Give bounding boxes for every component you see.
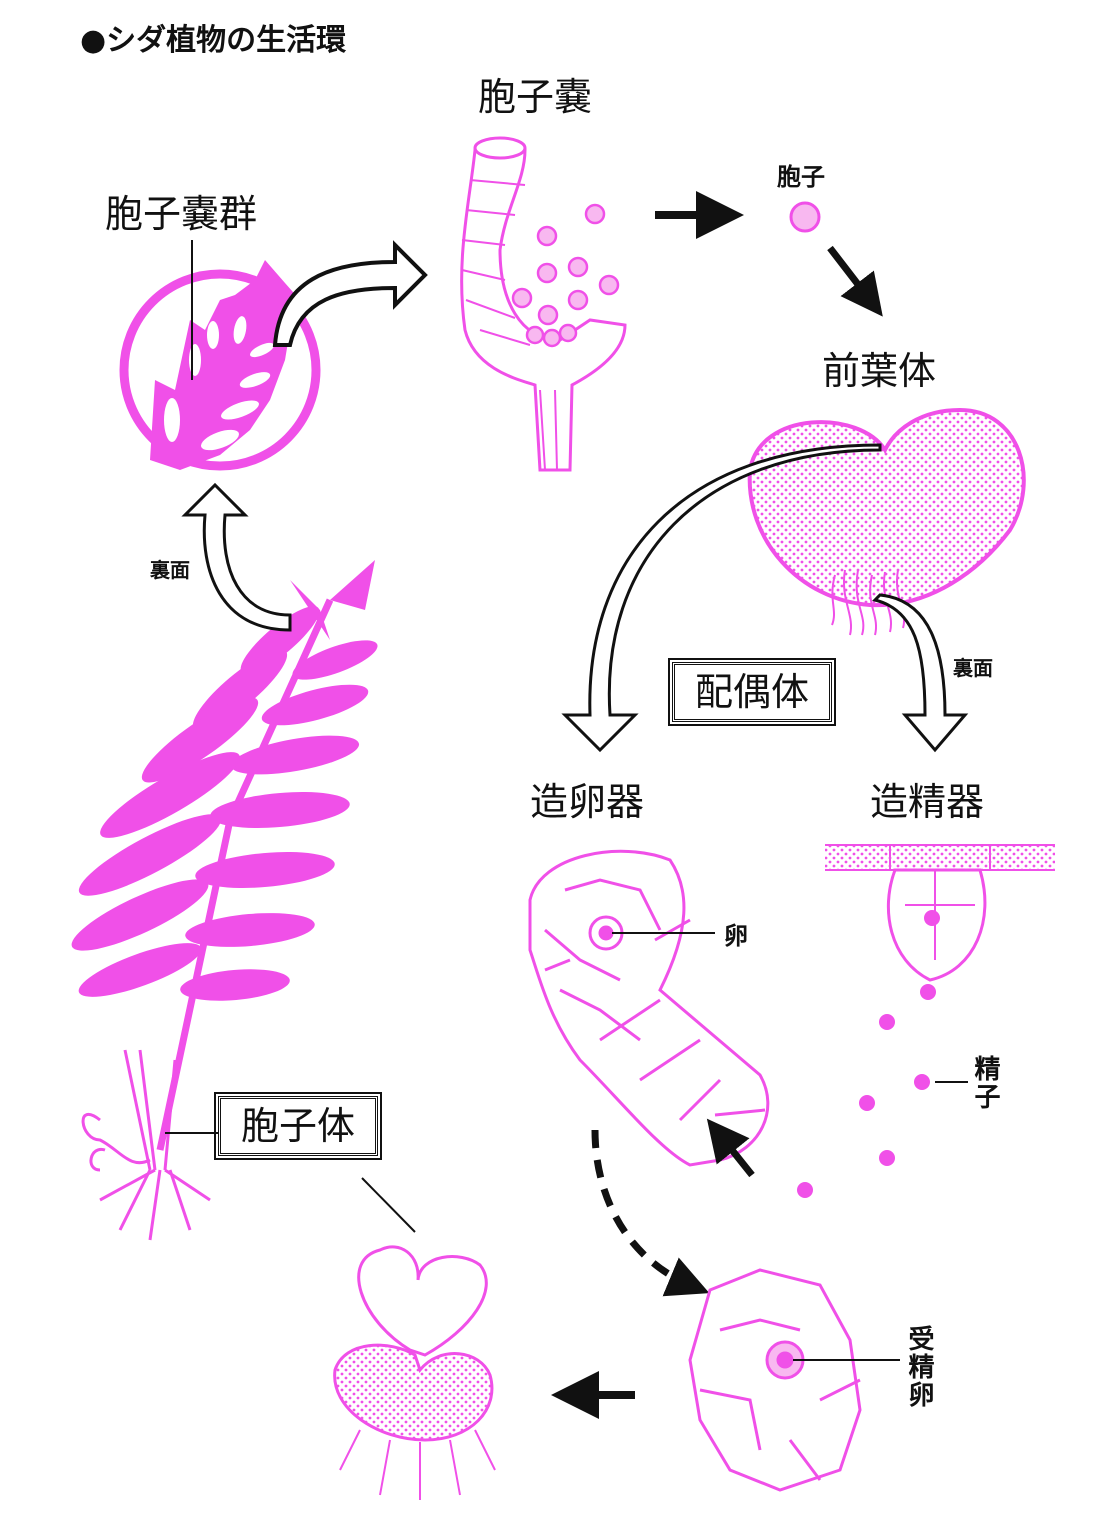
sorus-illustration	[119, 240, 321, 471]
sporophyte-fern-illustration	[71, 560, 378, 1241]
label-zygote: 受精卵	[904, 1325, 934, 1409]
antheridium-illustration	[797, 844, 1055, 1198]
archegonium-illustration	[528, 849, 770, 1167]
diagram-title: ●シダ植物の生活環	[80, 23, 347, 58]
label-archegonium: 造卵器	[530, 780, 645, 824]
spore-illustration	[789, 201, 821, 233]
dashed-arrow-to-zygote	[591, 1129, 710, 1297]
prothallium-illustration	[747, 407, 1026, 636]
label-sorus: 胞子嚢群	[105, 192, 258, 236]
label-egg: 卵	[724, 922, 748, 950]
arrow-to-archegonium	[561, 443, 882, 753]
label-gametophyte: 配偶体	[667, 658, 837, 726]
young-sporophyte-illustration	[333, 1177, 496, 1500]
arrow-sperm-to-egg	[706, 1118, 755, 1178]
label-sporangium: 胞子嚢	[478, 75, 593, 119]
label-underside-left: 裏面	[150, 558, 190, 582]
label-antheridium: 造精器	[870, 780, 985, 824]
label-sperm: 精子	[970, 1055, 1000, 1111]
label-underside-right: 裏面	[953, 656, 993, 680]
sperm-cells	[797, 910, 940, 1198]
label-spore: 胞子	[777, 163, 825, 191]
zygote-illustration	[688, 1268, 900, 1492]
label-sporophyte: 胞子体	[213, 1092, 383, 1160]
arrow-to-prothallium	[827, 245, 883, 317]
arrow-fern-to-sorus	[181, 482, 292, 632]
sporangium-illustration	[460, 136, 627, 472]
arrow-to-antheridium	[872, 593, 969, 753]
label-prothallium: 前葉体	[822, 349, 937, 393]
arrow-sorus-to-sporangium	[272, 240, 428, 347]
